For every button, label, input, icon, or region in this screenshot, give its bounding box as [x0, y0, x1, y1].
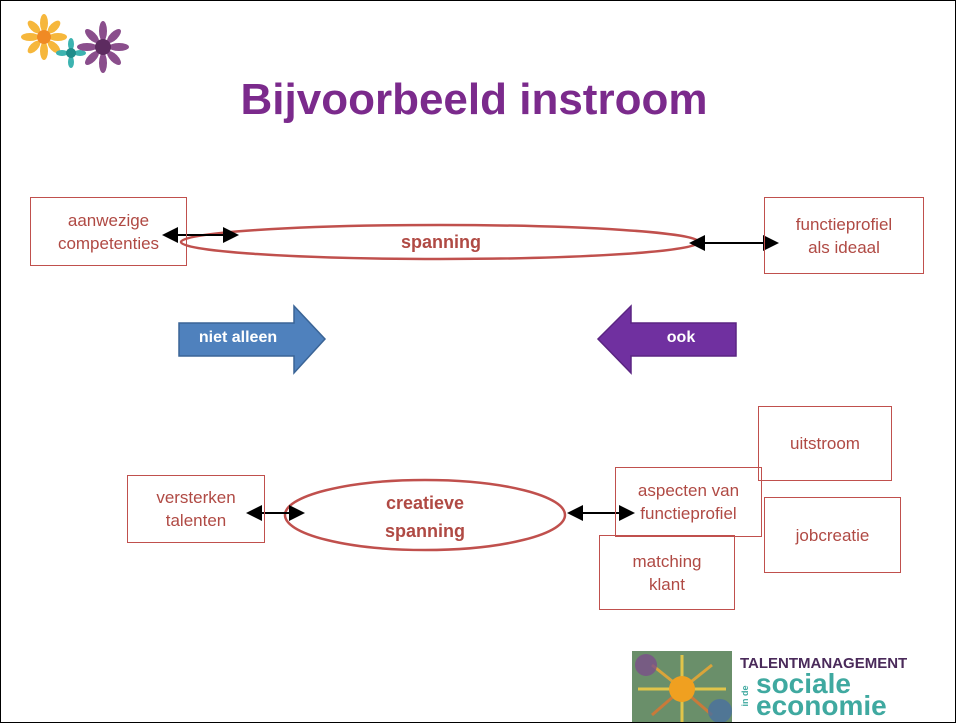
ook-label: ook: [666, 329, 696, 346]
ook-arrow: [596, 304, 737, 375]
spanning-label: spanning: [401, 232, 481, 252]
functieprofiel-label: functieprofiel: [795, 214, 893, 234]
talentmanagement-logo: TALENTMANAGEMENT in de sociale economie: [632, 651, 955, 722]
aanwezige-competenties-box: aanwezige competenties: [30, 197, 187, 266]
niet-alleen-label: niet alleen: [198, 329, 278, 346]
matching-label: matching: [632, 551, 702, 571]
aspecten-van-label: aspecten van: [637, 481, 740, 500]
logo-word2: economie: [756, 690, 887, 721]
creatieve-spanning-label: creatieve spanning: [365, 489, 485, 545]
competenties-label: competenties: [57, 233, 160, 253]
versterken-talenten-box: versterken talenten: [127, 475, 265, 543]
klant-label: klant: [649, 574, 685, 594]
logo-prefix: in de: [740, 685, 750, 707]
slide-title: Bijvoorbeeld instroom: [240, 75, 708, 124]
jobcreatie-label: jobcreatie: [795, 525, 870, 545]
functieprofiel-bottom-label: functieprofiel: [640, 504, 737, 523]
aspecten-functieprofiel-box: aspecten van functieprofiel: [615, 467, 762, 537]
functieprofiel-ideaal-box: functieprofiel als ideaal: [764, 197, 924, 274]
spanning-bottom-label: spanning: [385, 521, 465, 541]
logo-sunburst-icon: [632, 651, 732, 722]
niet-alleen-arrow: [178, 304, 327, 375]
als-ideaal-label: als ideaal: [808, 237, 880, 257]
logo-line1: TALENTMANAGEMENT: [740, 655, 908, 672]
talenten-label: talenten: [165, 511, 227, 530]
versterken-label: versterken: [156, 488, 236, 507]
uitstroom-label: uitstroom: [790, 434, 860, 453]
uitstroom-box: uitstroom: [758, 406, 892, 481]
aanwezige-label: aanwezige: [67, 210, 150, 230]
flower-decoration-icon: [21, 14, 129, 73]
logo-word1: sociale: [756, 668, 851, 699]
creatieve-label: creatieve: [385, 493, 465, 513]
jobcreatie-box: jobcreatie: [764, 497, 901, 573]
matching-klant-box: matching klant: [599, 535, 735, 610]
